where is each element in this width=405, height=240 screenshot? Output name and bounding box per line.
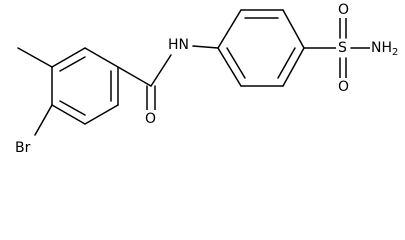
sulfonyl-oxygen-top-label: O [338,2,349,18]
structure-canvas: Br O HN S O [14,2,404,156]
carbonyl-to-nitrogen-bond [150,54,172,87]
ring-bond [217,47,242,87]
ring-bond [282,9,305,49]
sulfonamide-nh-text: NH [371,40,392,56]
sulfonamide-nitrogen-label: NH2 [371,40,398,58]
methyl-bond [17,47,53,68]
chemical-structure: Br O HN S O [14,2,404,156]
amide-nitrogen-mask [167,36,195,54]
amide-nitrogen-label: HN [168,37,189,53]
ring-inner-double-bond [59,56,86,72]
sulfur-label: S [338,40,347,56]
sulfur-mask [336,39,350,57]
ring-inner-double-bond [59,100,86,116]
ring-bond [84,104,119,125]
ring-inner-double-bond [277,47,296,79]
sulfonyl-oxygen-bottom-mask [336,78,352,96]
bromine-label-mask [14,138,44,156]
ring-to-carbonyl-bond [117,66,152,87]
carbonyl-oxygen-mask [143,110,159,128]
sulfonamide-nitrogen-mask [370,39,404,59]
ring-inner-double-bond [226,47,246,79]
bromine-bond [34,104,53,136]
ring-bond [217,9,242,49]
nitrogen-to-ring-bond [192,45,219,49]
sulfonyl-oxygen-bottom-label: O [338,79,349,95]
left-aromatic-ring [51,47,119,125]
ring-bond [51,104,86,125]
bromine-label: Br [15,140,31,156]
ring-bond [282,47,305,87]
right-aromatic-ring [217,9,305,87]
ring-bond [84,47,119,68]
sulfonamide-subscript: 2 [392,47,398,58]
carbonyl-oxygen-label: O [145,111,156,127]
ring-bond [51,47,86,68]
sulfonyl-oxygen-top-mask [336,2,352,18]
